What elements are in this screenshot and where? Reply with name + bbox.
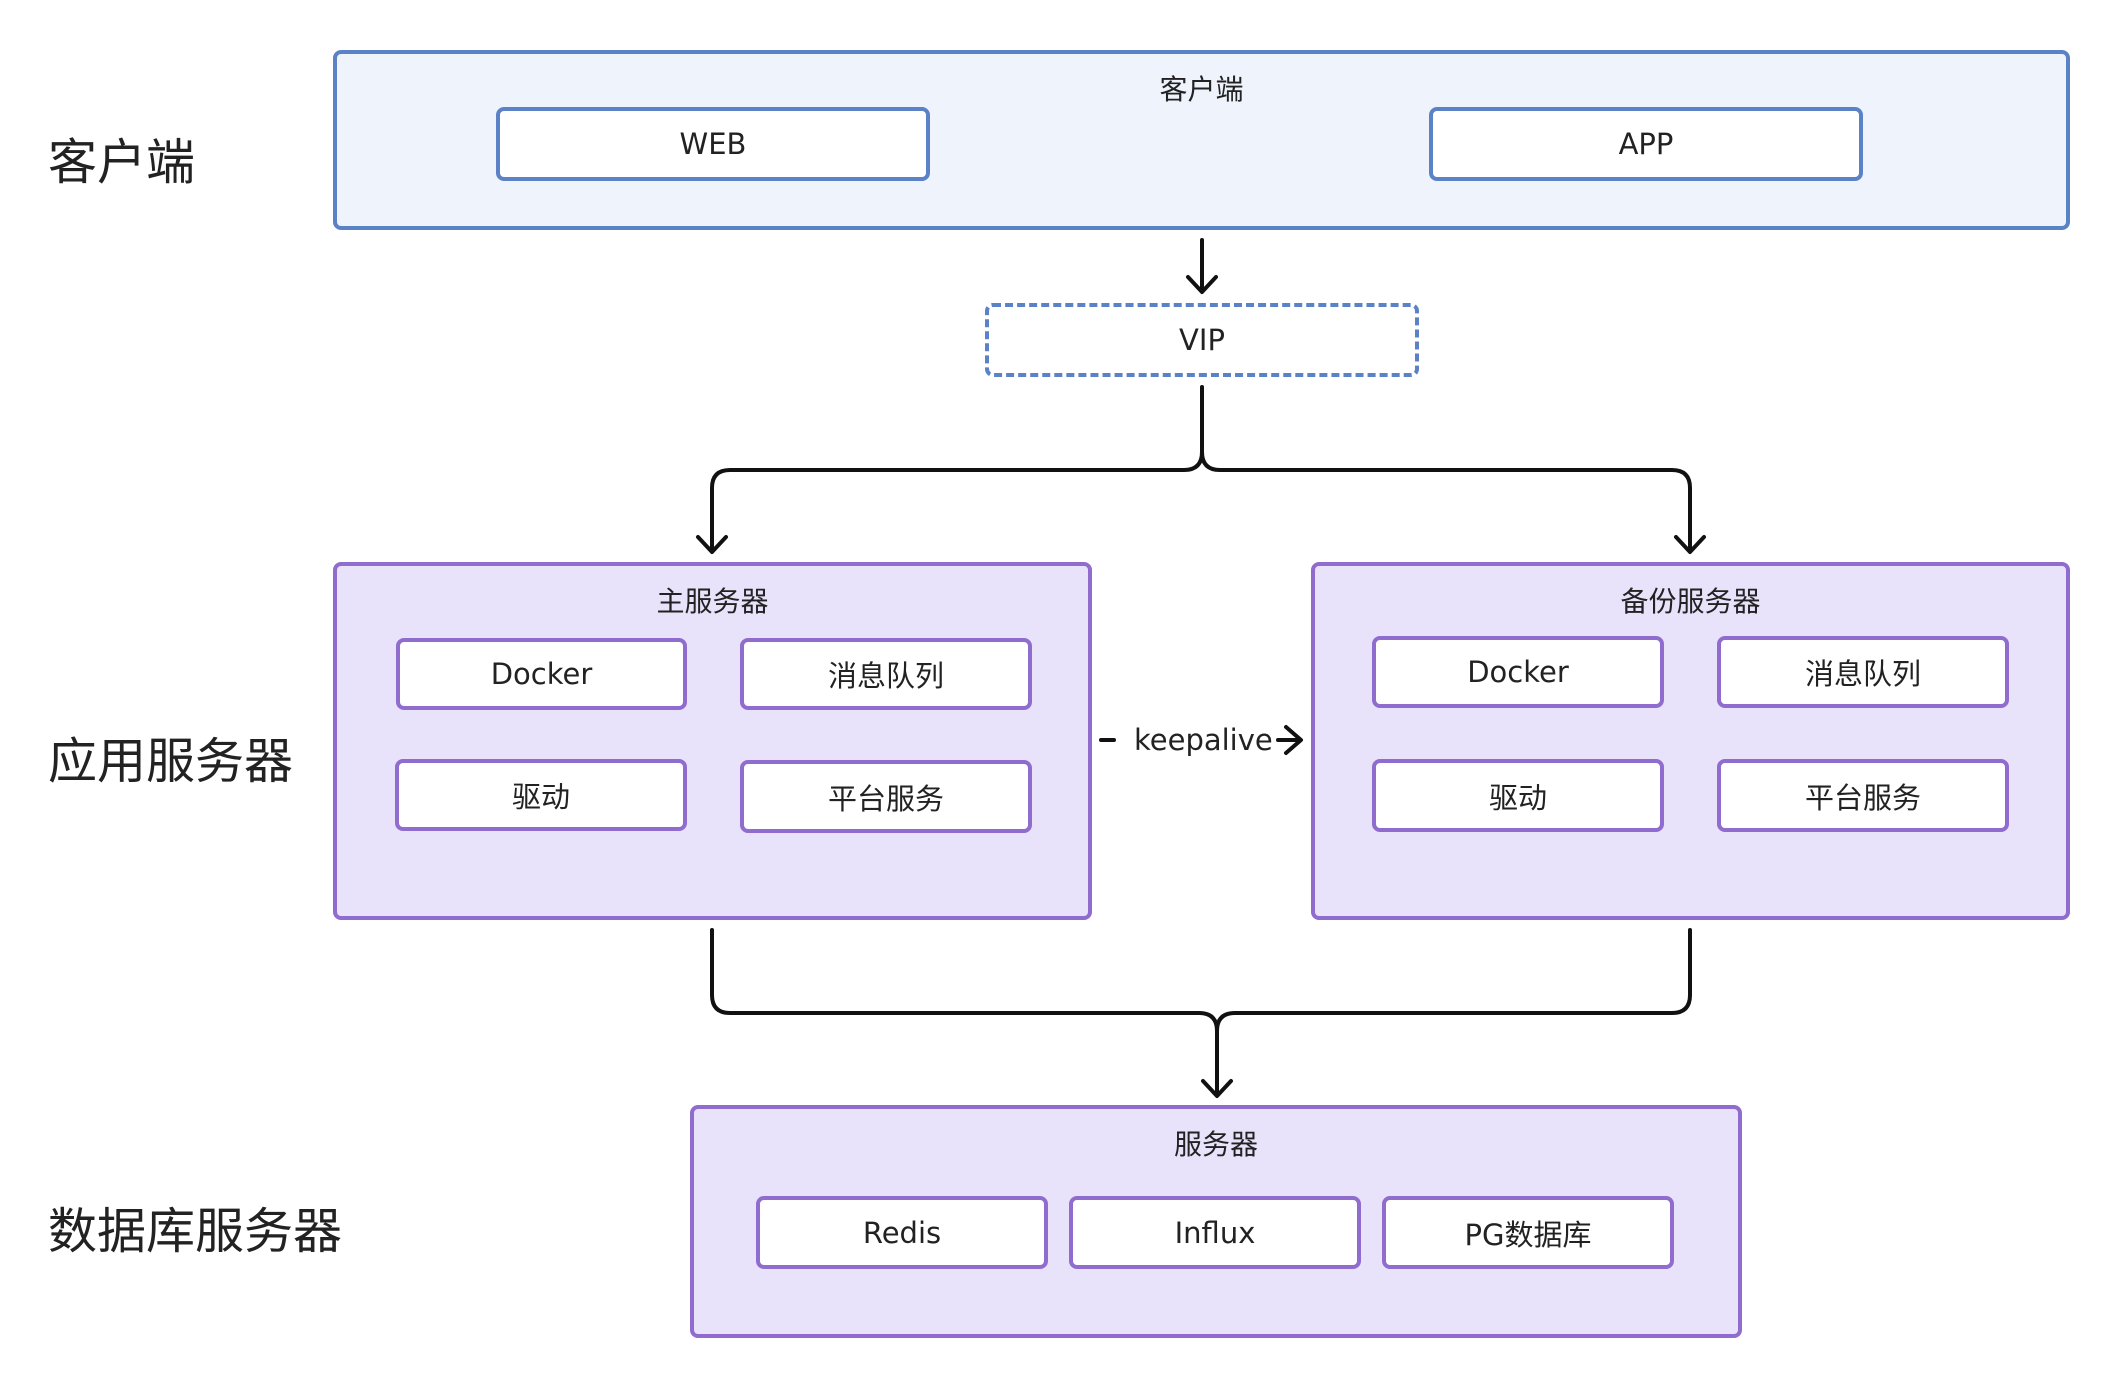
vip-to-primary-arrowhead — [696, 535, 728, 554]
db-server-title: 服务器 — [1173, 1128, 1258, 1161]
backup-to-db-connector — [1215, 928, 1692, 1033]
app-node[interactable]: APP — [1429, 107, 1863, 181]
backup-message-queue-node[interactable]: 消息队列 — [1717, 636, 2009, 708]
primary-message-queue-node[interactable]: 消息队列 — [740, 638, 1032, 710]
vip-to-backup-connector — [1200, 450, 1692, 552]
vip-node[interactable]: VIP — [985, 303, 1419, 377]
pg-database-node[interactable]: PG数据库 — [1382, 1196, 1674, 1269]
primary-docker-node[interactable]: Docker — [396, 638, 687, 710]
client-to-vip-arrowhead — [1186, 275, 1218, 294]
primary-server-group: 主服务器 — [333, 562, 1092, 920]
layer-label-db-server: 数据库服务器 — [48, 1203, 343, 1260]
keepalive-label: keepalive — [1134, 723, 1273, 757]
primary-driver-node[interactable]: 驱动 — [395, 759, 687, 831]
vip-to-backup-arrowhead — [1674, 535, 1706, 554]
backup-server-title: 备份服务器 — [1620, 585, 1761, 618]
backup-server-group: 备份服务器 — [1311, 562, 2070, 920]
backup-platform-service-node[interactable]: 平台服务 — [1717, 759, 2009, 832]
backup-docker-node[interactable]: Docker — [1372, 636, 1664, 708]
client-group-title: 客户端 — [1159, 73, 1244, 106]
redis-node[interactable]: Redis — [756, 1196, 1048, 1269]
web-node[interactable]: WEB — [496, 107, 930, 181]
primary-platform-service-node[interactable]: 平台服务 — [740, 760, 1032, 833]
influx-node[interactable]: Influx — [1069, 1196, 1361, 1269]
layer-label-app-server: 应用服务器 — [48, 733, 294, 790]
primary-server-title: 主服务器 — [656, 585, 769, 618]
layer-label-client: 客户端 — [48, 134, 196, 191]
primary-to-db-connector — [710, 928, 1219, 1096]
backup-driver-node[interactable]: 驱动 — [1372, 759, 1664, 832]
keepalive-arrowhead — [1284, 725, 1303, 755]
servers-to-db-arrowhead — [1201, 1079, 1233, 1098]
vip-to-primary-connector — [710, 385, 1204, 552]
